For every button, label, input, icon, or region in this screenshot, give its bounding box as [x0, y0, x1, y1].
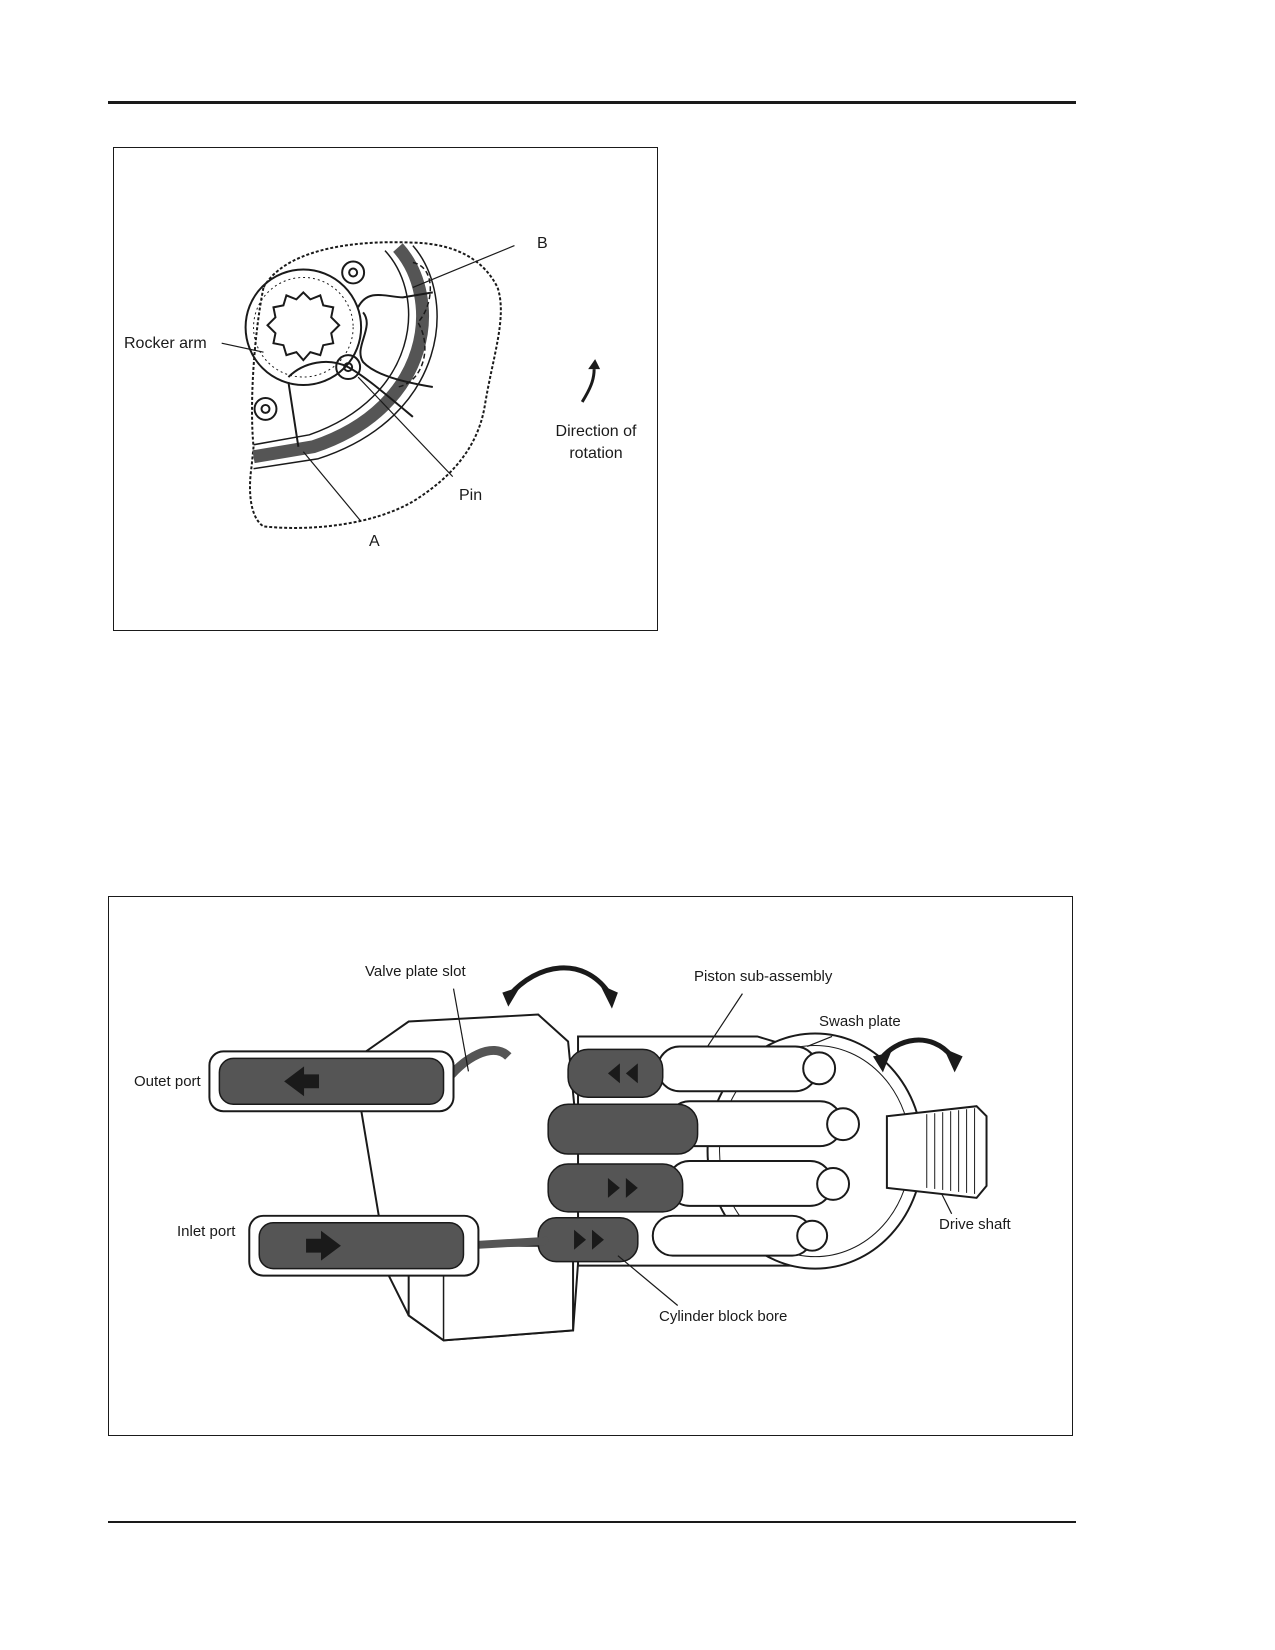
leader-rocker-arm: [221, 342, 264, 353]
label-drive-shaft: Drive shaft: [939, 1216, 1011, 1233]
spline-hub: [266, 290, 341, 362]
arc-band: [252, 243, 429, 464]
leader-swash-plate: [806, 1035, 833, 1047]
leader-a: [302, 451, 362, 522]
inlet-arrow-icon: [306, 1230, 341, 1261]
pin-circle: [335, 354, 362, 381]
label-valve-plate-slot: Valve plate slot: [365, 963, 466, 980]
leader-pin: [357, 376, 454, 478]
bolt-2: [253, 396, 278, 421]
bolt-1: [341, 260, 366, 285]
rotation-arrow-icon: [580, 369, 596, 403]
outlet-arrow-icon: [284, 1066, 320, 1097]
rocker-spring-upper: [357, 291, 433, 388]
label-piston-sub-assembly: Piston sub-assembly: [694, 968, 833, 985]
rocker-arm-figure: B Rocker arm Direction of rotation Pin A: [113, 147, 658, 631]
label-direction-of-rotation-2: rotation: [569, 445, 623, 462]
hub-ring: [244, 268, 363, 387]
label-swash-plate: Swash plate: [819, 1013, 901, 1030]
piston-rods: [651, 1045, 844, 1257]
drive-shaft: [885, 1105, 988, 1199]
rocker-spring-lower: [287, 360, 414, 447]
label-b: B: [537, 235, 548, 252]
leader-drive-shaft: [941, 1193, 953, 1215]
leader-cylinder-block-bore: [617, 1255, 679, 1306]
bore-arrow-icons: [574, 1063, 638, 1250]
rocker-arm-drawing: [221, 241, 601, 529]
label-rocker-arm: Rocker arm: [124, 335, 207, 352]
label-outlet-port: Outet port: [134, 1073, 201, 1090]
label-a: A: [369, 533, 380, 550]
header-rule: [108, 101, 1076, 104]
leader-b: [412, 245, 515, 288]
label-pin: Pin: [459, 487, 483, 504]
outlet-port-tube: [208, 1050, 455, 1113]
inlet-port-tube: [248, 1214, 480, 1277]
label-inlet-port: Inlet port: [177, 1223, 236, 1240]
leader-piston-sub-assembly: [707, 993, 743, 1047]
rotation-arrow-icon-right: [876, 1037, 954, 1063]
piston-balls: [796, 1051, 860, 1252]
leader-valve-plate-slot: [452, 988, 470, 1072]
piston-pump-drawing: [208, 965, 988, 1342]
label-cylinder-block-bore: Cylinder block bore: [659, 1308, 788, 1325]
piston-pump-figure: Valve plate slot Piston sub-assembly Swa…: [108, 896, 1073, 1436]
rotation-arrow-icon-top: [506, 965, 610, 999]
housing-outline: [249, 241, 502, 529]
label-direction-of-rotation-1: Direction of: [555, 423, 637, 440]
footer-rule: [108, 1521, 1076, 1523]
